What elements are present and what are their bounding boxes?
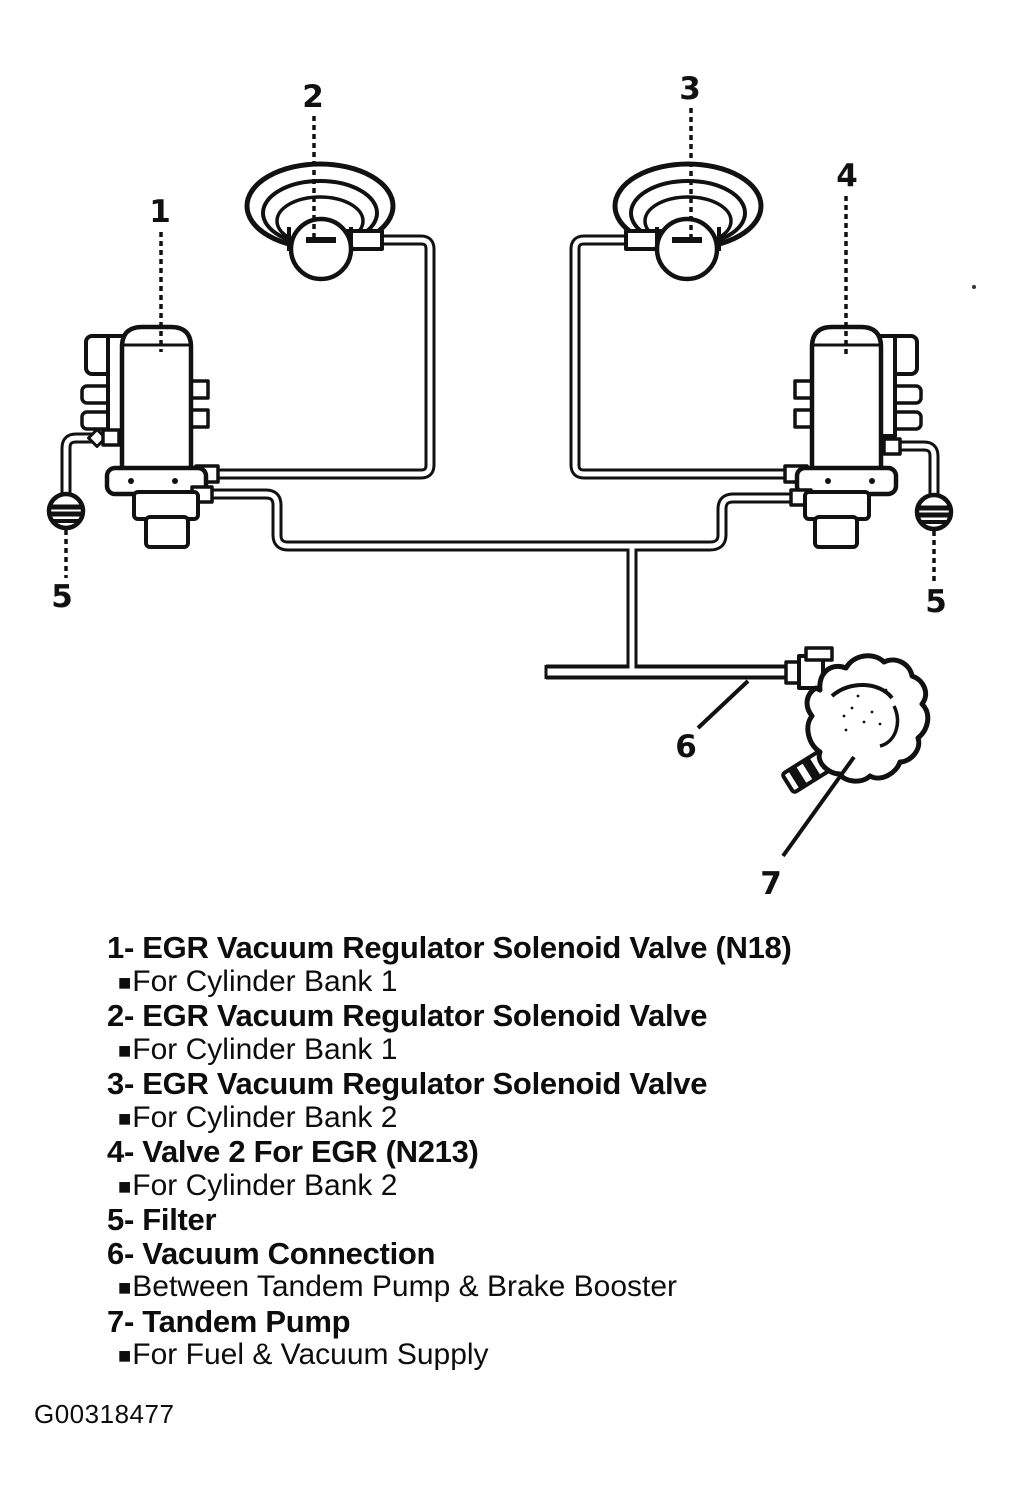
square-bullet-icon: ■ [118,1343,132,1368]
filter-right [914,492,954,532]
square-bullet-icon: ■ [118,1173,132,1199]
figure-code: G00318477 [34,1399,175,1429]
legend-item-6-label: 6- Vacuum Connection [107,1235,436,1271]
callout-7: 7 [760,866,782,902]
legend-item-1-sub-text: For Cylinder Bank 1 [132,964,398,998]
legend-item-3-sub: ■For Cylinder Bank 2 [107,1101,967,1136]
square-bullet-icon: ■ [118,1275,132,1300]
legend-item-3-sub-text: For Cylinder Bank 2 [132,1100,398,1134]
legend-item-4-sub-text: For Cylinder Bank 2 [132,1168,398,1202]
legend-item-4-label: 4- Valve 2 For EGR (N213) [107,1134,479,1169]
valve-nozzle [132,490,200,521]
right-port [882,437,902,456]
scan-speck [972,285,976,289]
legend-item-6-sub-text: Between Tandem Pump & Brake Booster [132,1270,678,1303]
left-port [101,428,121,447]
square-bullet-icon: ■ [118,1037,132,1063]
callout-6: 6 [675,729,697,765]
callout-3: 3 [679,71,701,107]
legend-item-2-label: 2- EGR Vacuum Regulator Solenoid Valve [107,998,708,1033]
vacuum-hoses-inner [63,237,937,676]
valve-body [119,324,194,485]
valve-nozzle-tip [813,515,859,549]
egr-solenoid-valve-4 [783,324,923,549]
tandem-pump [781,646,931,794]
leader-7 [781,755,856,858]
legend-item-7-sub: ■For Fuel & Vacuum Supply [107,1338,967,1373]
legend-item-7-sub-text: For Fuel & Vacuum Supply [132,1338,489,1371]
square-bullet-icon: ■ [118,1105,132,1131]
callout-leaders [64,108,936,858]
valve-body [809,324,884,485]
hose-manifold [204,488,799,552]
filter-left [46,491,86,531]
callout-5-left: 5 [51,579,73,615]
legend-item-1-label: 1- EGR Vacuum Regulator Solenoid Valve (… [107,930,792,965]
pump-stipple [842,688,888,732]
valve-nozzle [803,490,871,521]
vacuum-hose-diagram: 1 2 3 4 5 5 6 7 [46,71,976,902]
vacuum-hoses-outer [60,234,940,680]
pump-top-fitting [804,646,834,662]
callout-2: 2 [302,79,324,115]
square-bullet-icon: ■ [118,969,132,995]
legend-item-5-label: 5- Filter [107,1202,217,1237]
pump-body [804,653,931,784]
legend-item-2-sub-text: For Cylinder Bank 1 [132,1032,398,1066]
callout-1: 1 [149,194,171,230]
leader-6 [696,679,750,730]
legend-item-2-sub: ■For Cylinder Bank 1 [107,1033,967,1068]
egr-diaphragm-valve-3 [612,161,764,282]
legend: 1- EGR Vacuum Regulator Solenoid Valve (… [107,931,967,1373]
legend-item-3-label: 3- EGR Vacuum Regulator Solenoid Valve [107,1066,708,1101]
legend-item-6-sub: ■Between Tandem Pump & Brake Booster [107,1270,967,1305]
callout-numbers: 1 2 3 4 5 5 6 7 [51,71,947,902]
legend-item-4-sub: ■For Cylinder Bank 2 [107,1169,967,1204]
callout-4: 4 [836,158,858,194]
egr-solenoid-valve-1 [80,324,220,549]
legend-item-7-label: 7- Tandem Pump [107,1303,351,1339]
valve-nozzle-tip [144,515,190,549]
callout-5-right: 5 [925,584,947,620]
egr-diaphragm-valve-2 [244,161,396,282]
hose-fitting [87,428,107,448]
legend-item-1-sub: ■For Cylinder Bank 1 [107,965,967,1000]
